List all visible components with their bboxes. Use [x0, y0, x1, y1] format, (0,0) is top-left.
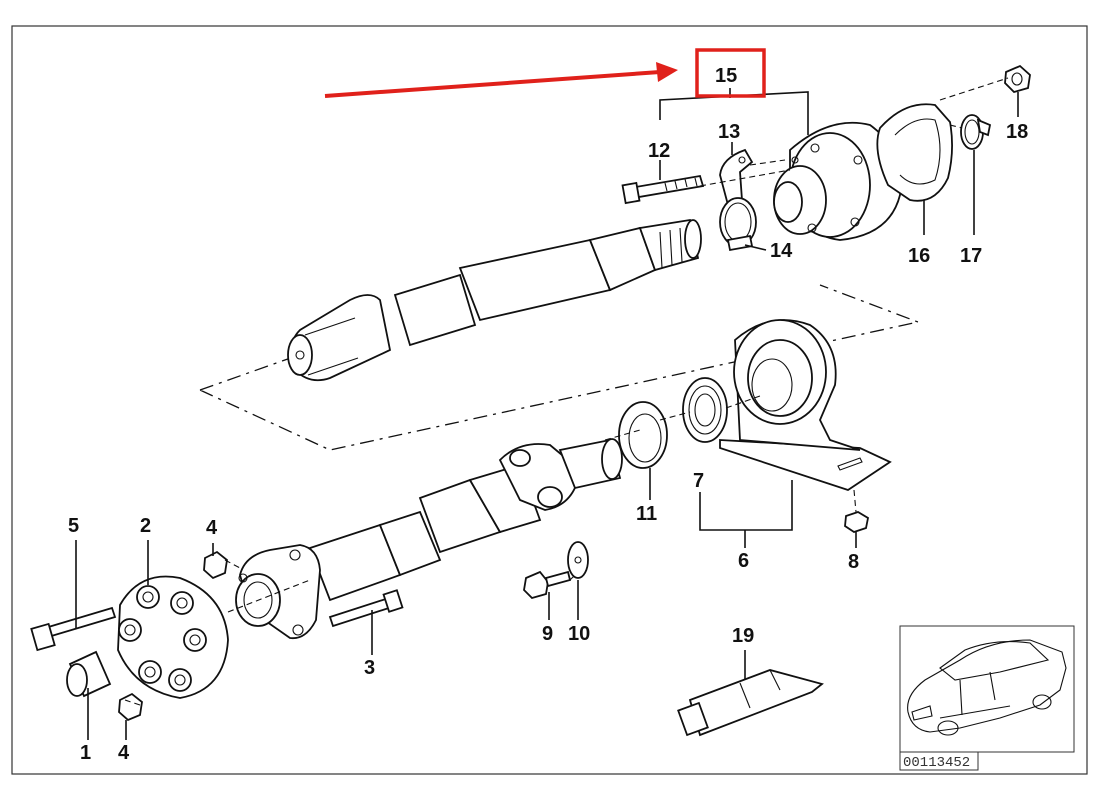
car-icon	[907, 639, 1067, 736]
part-10-washer[interactable]	[567, 541, 589, 579]
part-1-sleeve[interactable]	[66, 650, 112, 698]
part-4-nut-upper[interactable]	[203, 550, 228, 580]
callout-18[interactable]: 18	[1006, 121, 1028, 143]
part-3-bolt[interactable]	[328, 589, 404, 628]
callout-15[interactable]: 15	[715, 65, 737, 87]
part-16-ring[interactable]	[876, 103, 953, 202]
upper-section	[199, 218, 921, 451]
part-2-flex-disc[interactable]	[117, 575, 229, 699]
highlight-arrow-head	[656, 62, 678, 82]
part-18-nut[interactable]	[1004, 64, 1031, 94]
callout-16[interactable]: 16	[908, 245, 930, 267]
part-9-bolt[interactable]	[523, 570, 572, 600]
part-13-lock-plate[interactable]	[719, 148, 754, 207]
callout-10[interactable]: 10	[568, 623, 590, 645]
part-15-center-mount[interactable]	[773, 121, 902, 241]
callout-7[interactable]: 7	[693, 470, 704, 492]
callout-14[interactable]: 14	[770, 240, 793, 262]
diagram-id-label: 00113452	[903, 755, 970, 771]
callout-11[interactable]: 11	[636, 503, 657, 525]
callout-17[interactable]: 17	[960, 245, 982, 267]
rear-shaft[interactable]	[308, 438, 623, 602]
highlight-arrow	[324, 70, 661, 98]
callout-3[interactable]: 3	[364, 657, 375, 679]
callout-labels: 1 2 3 4 4 5 6 7 8 9 10 11 12 13 14 15 16…	[68, 65, 1028, 764]
part-11-dust-shield[interactable]	[618, 401, 668, 469]
part-19-grease-tube[interactable]	[677, 669, 824, 737]
part-4-nut-lower[interactable]	[118, 692, 143, 722]
callout-12[interactable]: 12	[648, 140, 670, 162]
highlight-box	[695, 48, 766, 98]
callout-8[interactable]: 8	[848, 551, 859, 573]
callout-19[interactable]: 19	[732, 625, 754, 647]
callout-2[interactable]: 2	[140, 515, 151, 537]
part-6-center-support[interactable]	[719, 319, 892, 491]
callout-9[interactable]: 9	[542, 623, 553, 645]
callout-4-upper[interactable]: 4	[206, 517, 218, 539]
part-5-bolt[interactable]	[30, 606, 117, 652]
vehicle-inset: 00113452	[899, 625, 1075, 771]
part-7-bearing[interactable]	[682, 377, 728, 443]
part-8-nut[interactable]	[844, 511, 870, 533]
callout-6[interactable]: 6	[738, 550, 749, 572]
callout-1[interactable]: 1	[80, 742, 91, 764]
highlight-annotation	[324, 48, 766, 98]
rear-flange[interactable]	[235, 544, 321, 640]
part-17-circlip[interactable]	[960, 114, 992, 150]
callout-4-lower[interactable]: 4	[118, 742, 130, 764]
callout-13[interactable]: 13	[718, 121, 740, 143]
callout-5[interactable]: 5	[68, 515, 79, 537]
